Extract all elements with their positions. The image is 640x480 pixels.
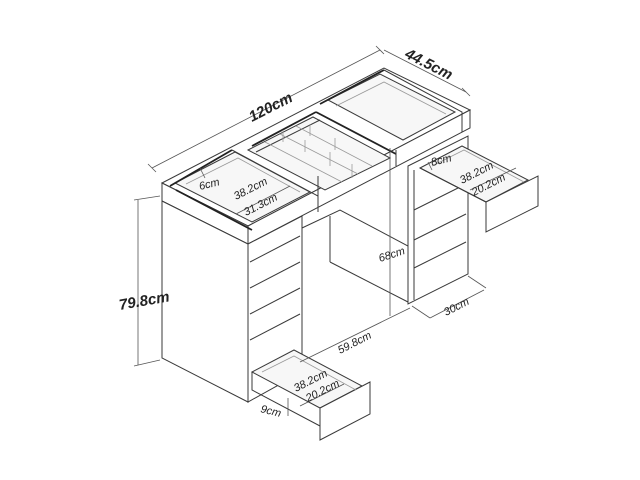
label-knee-width: 59.8cm — [336, 330, 374, 357]
label-knee-height: 68cm — [377, 245, 406, 265]
right-top-compartment — [319, 69, 463, 166]
bottom-open-drawer — [250, 349, 371, 441]
label-right-drawer-depth: 8cm — [430, 152, 453, 169]
dimension-lines — [133, 45, 517, 416]
right-open-drawer — [418, 145, 539, 233]
label-left-compartment-depth: 6cm — [198, 176, 221, 193]
label-overall-depth: 44.5cm — [401, 45, 455, 84]
label-right-cabinet-depth: 30cm — [442, 296, 471, 319]
label-bottom-drawer-depth: 9cm — [259, 403, 282, 420]
